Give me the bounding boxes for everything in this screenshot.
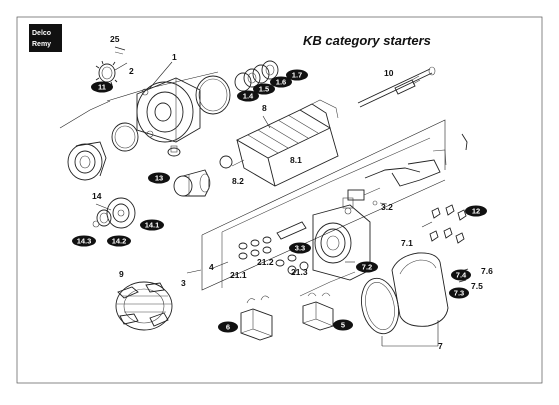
svg-text:14.3: 14.3 (77, 237, 92, 246)
label-8-1: 8.1 (290, 155, 302, 165)
badge-7-2: 7.2 (356, 261, 378, 273)
page-title: KB category starters (303, 33, 431, 48)
badge-3-3: 3.3 (289, 242, 311, 254)
svg-text:1.7: 1.7 (292, 71, 302, 80)
field-frame-assembly (361, 252, 469, 347)
label-14: 14 (92, 191, 102, 201)
drive-housing-assembly (59, 46, 279, 181)
badge-1-4: 1.4 (237, 90, 259, 102)
svg-text:1.6: 1.6 (276, 78, 286, 87)
delco-remy-logo: Delco Remy (29, 24, 62, 52)
svg-text:1.4: 1.4 (243, 92, 254, 101)
badge-6: 6 (218, 321, 238, 333)
badge-12: 12 (465, 205, 487, 217)
label-10: 10 (384, 68, 394, 78)
armature-assembly (219, 99, 339, 187)
brush-set-5 (302, 292, 334, 331)
label-8-2: 8.2 (232, 176, 244, 186)
svg-text:5: 5 (341, 321, 345, 330)
badge-5: 5 (333, 319, 353, 331)
label-25: 25 (110, 34, 120, 44)
svg-text:6: 6 (226, 323, 230, 332)
svg-text:14.2: 14.2 (112, 237, 127, 246)
label-4: 4 (209, 262, 214, 272)
badge-14-1: 14.1 (140, 219, 164, 231)
badge-13: 13 (148, 172, 170, 184)
diagram-border (16, 16, 543, 384)
label-7-6: 7.6 (481, 266, 493, 276)
svg-text:3.3: 3.3 (295, 244, 305, 253)
terminal-clips (429, 204, 467, 244)
label-21-2: 21.2 (257, 257, 274, 267)
label-21-1: 21.1 (230, 270, 247, 280)
badge-1-5: 1.5 (253, 83, 275, 95)
leader-lines (114, 62, 433, 274)
svg-text:12: 12 (472, 207, 480, 216)
badge-7-3: 7.3 (449, 287, 469, 299)
part-number-labels: 1 2 3 4 7 8 9 10 14 25 3.2 7.1 7.5 7.6 8… (92, 34, 493, 351)
label-8: 8 (262, 103, 267, 113)
svg-text:1.5: 1.5 (259, 85, 269, 94)
label-3: 3 (181, 278, 186, 288)
label-21-3: 21.3 (291, 267, 308, 277)
svg-text:Remy: Remy (32, 41, 51, 48)
label-2: 2 (129, 66, 134, 76)
badge-labels: 11 13 1.7 1.6 1.5 1.4 14.1 14.2 14.3 12 … (72, 69, 487, 333)
badge-1-7: 1.7 (286, 69, 308, 81)
svg-text:7.4: 7.4 (456, 271, 467, 280)
svg-text:7.2: 7.2 (362, 263, 372, 272)
brush-set-6 (240, 295, 273, 341)
svg-text:13: 13 (155, 174, 163, 183)
label-7-1: 7.1 (401, 238, 413, 248)
svg-text:Delco: Delco (32, 30, 51, 37)
solenoid-switch-assembly (92, 197, 136, 229)
label-9: 9 (119, 269, 124, 279)
badge-14-3: 14.3 (72, 235, 96, 247)
svg-text:7.3: 7.3 (454, 289, 464, 298)
shaft-assembly (357, 66, 436, 108)
badge-1-6: 1.6 (270, 76, 292, 88)
badge-11: 11 (91, 81, 113, 93)
badge-14-2: 14.2 (107, 235, 131, 247)
label-7-5: 7.5 (471, 281, 483, 291)
svg-text:11: 11 (98, 83, 106, 92)
badge-7-4: 7.4 (451, 269, 471, 281)
drive-clutch-assembly (173, 169, 211, 197)
label-1: 1 (172, 52, 177, 62)
label-3-2: 3.2 (381, 202, 393, 212)
svg-text:14.1: 14.1 (145, 221, 160, 230)
brush-plate-cage (115, 281, 173, 331)
label-7: 7 (438, 341, 443, 351)
